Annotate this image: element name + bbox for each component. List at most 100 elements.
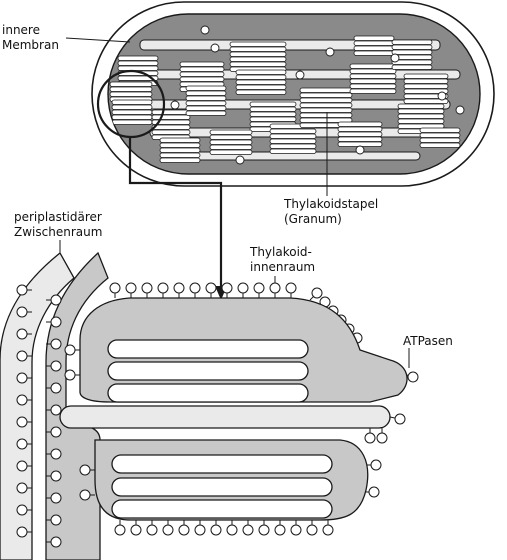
thylakoid-disc bbox=[229, 51, 287, 57]
thylakoid-disc bbox=[117, 75, 159, 81]
thylakoid-disc bbox=[337, 136, 383, 142]
thylakoid-disc bbox=[111, 114, 153, 120]
thylakoid-disc bbox=[391, 64, 433, 70]
atpase-head bbox=[162, 524, 174, 536]
atpase-head bbox=[50, 360, 62, 372]
thylakoid-disc bbox=[403, 83, 449, 89]
atpase-head bbox=[311, 287, 323, 299]
atpase-head bbox=[306, 524, 318, 536]
atpase-head bbox=[370, 459, 382, 471]
atpase-head bbox=[79, 489, 91, 501]
plastoglobule bbox=[170, 100, 180, 110]
thylakoid-disc bbox=[185, 95, 227, 101]
plastoglobule bbox=[355, 145, 365, 155]
atpase-head bbox=[141, 282, 153, 294]
granum-label: Thylakoidstapel (Granum) bbox=[284, 197, 379, 226]
atpase-head bbox=[16, 328, 28, 340]
thylakoid-disc bbox=[209, 139, 253, 145]
thylakoid-disc bbox=[349, 83, 397, 89]
atpase-head bbox=[16, 526, 28, 538]
thylakoid-disc bbox=[299, 117, 353, 123]
atpase-head bbox=[16, 372, 28, 384]
atpase-head bbox=[114, 524, 126, 536]
thylakoid-disc bbox=[337, 121, 383, 127]
thylakoid-disc bbox=[299, 92, 353, 98]
atpase-head bbox=[50, 294, 62, 306]
thylakoid-disc bbox=[269, 143, 317, 149]
atpase-head bbox=[194, 524, 206, 536]
thylakoid-disc bbox=[403, 98, 449, 104]
thylakoid-disc bbox=[353, 40, 395, 46]
thylakoid-disc bbox=[151, 124, 191, 130]
atpase-head bbox=[50, 514, 62, 526]
thylakoid-disc bbox=[117, 55, 159, 61]
atpase-head bbox=[221, 282, 233, 294]
thylakoid-disc bbox=[235, 84, 287, 90]
plastoglobule bbox=[325, 47, 335, 57]
atpase-head bbox=[157, 282, 169, 294]
thylakoid-disc bbox=[349, 63, 397, 69]
thylakoid-disc bbox=[419, 132, 461, 138]
atpase-head bbox=[50, 404, 62, 416]
atpase-head bbox=[130, 524, 142, 536]
thylakoid-disc bbox=[349, 78, 397, 84]
atpase-head bbox=[50, 316, 62, 328]
thylakoid-disc bbox=[349, 88, 397, 94]
atpase-head bbox=[79, 464, 91, 476]
thylakoid-disc bbox=[209, 149, 253, 155]
thylakoid-disc bbox=[299, 87, 353, 93]
thylakoid-disc bbox=[349, 73, 397, 79]
thylakoid-disc bbox=[391, 49, 433, 55]
thylakoid-disc bbox=[185, 85, 227, 91]
thylakoid-disc bbox=[111, 104, 153, 110]
atpase-label: ATPasen bbox=[403, 334, 453, 348]
thylakoid-disc bbox=[249, 106, 297, 112]
thylakoid-disc bbox=[151, 109, 191, 115]
thylakoid-disc bbox=[353, 45, 395, 51]
thylakoid-disc bbox=[353, 50, 395, 56]
atpase-head bbox=[258, 524, 270, 536]
thylakoid-lumen-disc bbox=[107, 361, 309, 381]
atpase-head bbox=[269, 282, 281, 294]
thylakoid-detail bbox=[0, 251, 419, 560]
thylakoid-disc bbox=[403, 88, 449, 94]
thylakoid-disc bbox=[235, 74, 287, 80]
atpase-head bbox=[16, 482, 28, 494]
thylakoid-disc bbox=[159, 157, 201, 163]
atpase-head bbox=[407, 371, 419, 383]
atpase-head bbox=[376, 432, 388, 444]
thylakoid-disc bbox=[151, 129, 191, 135]
thylakoid-disc bbox=[109, 91, 153, 97]
thylakoid-disc bbox=[269, 138, 317, 144]
thylakoid-disc bbox=[391, 44, 433, 50]
thylakoid-disc bbox=[235, 89, 287, 95]
atpase-head bbox=[237, 282, 249, 294]
atpase-head bbox=[16, 394, 28, 406]
atpase-head bbox=[173, 282, 185, 294]
atpase-head bbox=[50, 448, 62, 460]
thylakoid-disc bbox=[111, 119, 153, 125]
atpase-head bbox=[210, 524, 222, 536]
thylakoid-disc bbox=[159, 152, 201, 158]
thylakoid-disc bbox=[419, 127, 461, 133]
chloroplast-overview bbox=[91, 1, 495, 187]
thylakoid-disc bbox=[185, 90, 227, 96]
thylakoid-disc bbox=[229, 46, 287, 52]
atpase-head bbox=[16, 438, 28, 450]
thylakoid-disc bbox=[299, 112, 353, 118]
thylakoid-disc bbox=[117, 65, 159, 71]
thylakoid-disc bbox=[349, 68, 397, 74]
thylakoid-disc bbox=[185, 100, 227, 106]
thylakoid-disc bbox=[403, 93, 449, 99]
atpase-head bbox=[226, 524, 238, 536]
thylakoid-disc bbox=[337, 126, 383, 132]
atpase-head bbox=[368, 486, 380, 498]
thylakoid-disc bbox=[269, 133, 317, 139]
thylakoid-disc bbox=[249, 101, 297, 107]
thylakoid-disc bbox=[397, 108, 445, 114]
thylakoid-disc bbox=[151, 114, 191, 120]
thylakoid-disc bbox=[391, 39, 433, 45]
thylakoid-disc bbox=[185, 105, 227, 111]
atpase-head bbox=[253, 282, 265, 294]
